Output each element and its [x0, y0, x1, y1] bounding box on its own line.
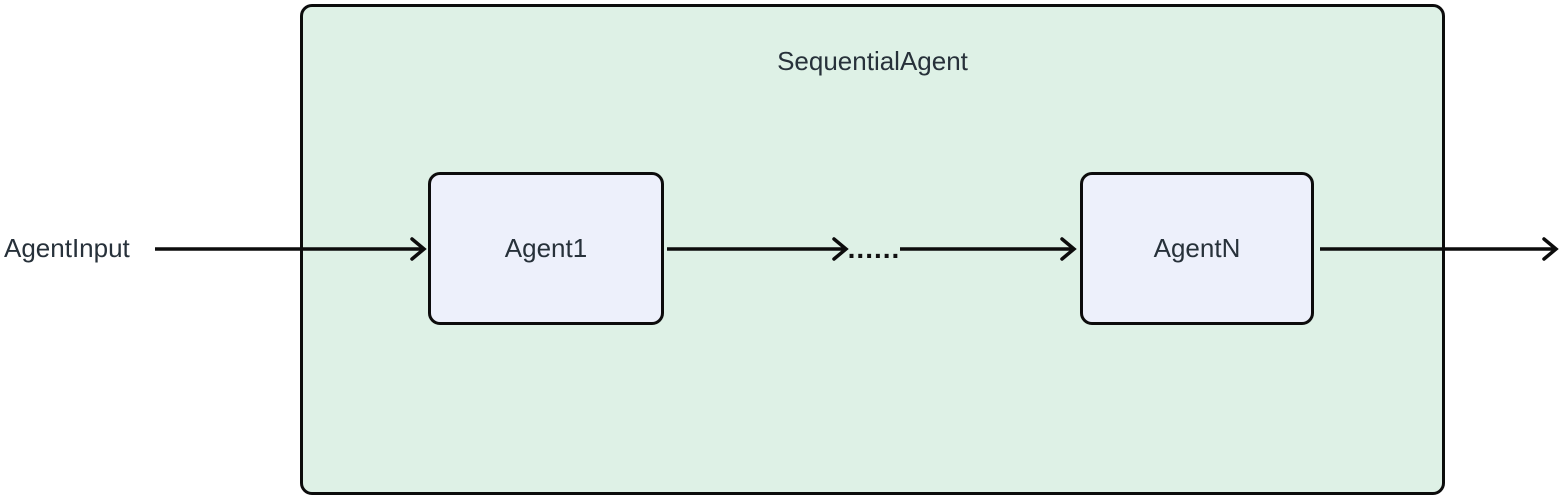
node-agentN: AgentN: [1080, 172, 1314, 325]
sequential-agent-title: SequentialAgent: [777, 46, 968, 76]
node-agent1-label: Agent1: [504, 233, 588, 263]
agent-input-label: AgentInput: [4, 233, 130, 263]
node-agent1: Agent1: [428, 172, 664, 325]
node-agentN-label: AgentN: [1153, 233, 1241, 263]
